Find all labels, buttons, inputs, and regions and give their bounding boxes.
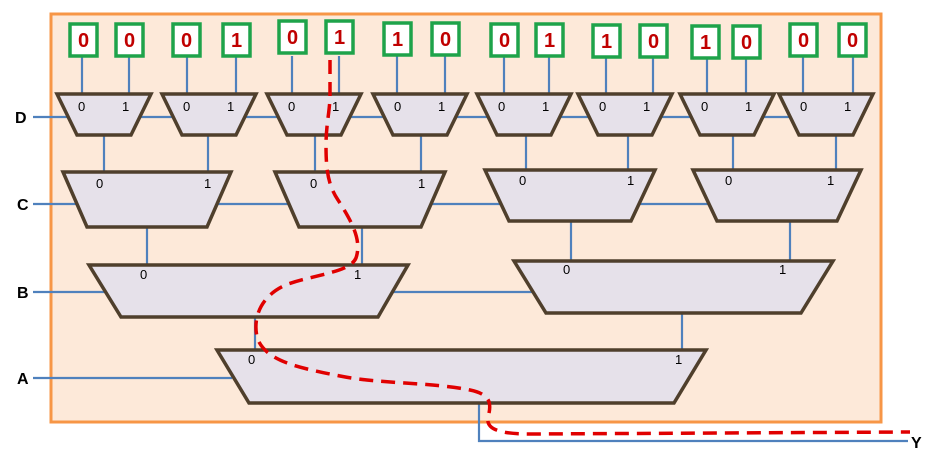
stage-wires bbox=[102, 135, 908, 443]
input-box: 0 bbox=[731, 24, 762, 60]
mux-c bbox=[60, 170, 234, 229]
mux-d bbox=[370, 92, 470, 137]
input-value: 1 bbox=[334, 27, 345, 49]
input-box: 0 bbox=[171, 22, 202, 58]
output-wire bbox=[477, 403, 908, 443]
mux-c bbox=[272, 170, 448, 229]
port-label-1: 1 bbox=[844, 99, 851, 114]
port-label-0: 0 bbox=[78, 99, 85, 114]
port-label-1: 1 bbox=[827, 173, 834, 188]
input-wires bbox=[80, 56, 855, 94]
select-label-b: B bbox=[17, 285, 29, 302]
mux-a bbox=[213, 348, 710, 405]
input-box: 1 bbox=[382, 21, 413, 57]
select-label-d: D bbox=[15, 110, 27, 127]
mux-b bbox=[510, 259, 837, 315]
mux-d bbox=[575, 92, 675, 137]
input-value: 0 bbox=[181, 30, 192, 52]
input-box: 0 bbox=[68, 22, 99, 58]
input-value: 1 bbox=[700, 32, 711, 54]
input-box: 0 bbox=[788, 22, 819, 58]
port-label-1: 1 bbox=[438, 99, 445, 114]
port-label-1: 1 bbox=[204, 176, 211, 191]
mux-stage-c bbox=[60, 168, 864, 229]
mux-stage-d bbox=[54, 92, 876, 137]
port-label-0: 0 bbox=[563, 262, 570, 277]
input-box: 1 bbox=[690, 24, 721, 60]
port-label-1: 1 bbox=[122, 99, 129, 114]
port-label-1: 1 bbox=[627, 173, 634, 188]
input-value: 0 bbox=[741, 32, 752, 54]
mux-d bbox=[54, 92, 154, 137]
port-label-1: 1 bbox=[418, 176, 425, 191]
port-label-0: 0 bbox=[599, 99, 606, 114]
input-value: 1 bbox=[392, 29, 403, 51]
input-value: 0 bbox=[124, 30, 135, 52]
port-label-1: 1 bbox=[332, 99, 339, 114]
input-box: 1 bbox=[221, 22, 252, 58]
input-box: 1 bbox=[591, 23, 622, 59]
port-label-0: 0 bbox=[288, 99, 295, 114]
input-box: 0 bbox=[638, 23, 669, 59]
port-label-0: 0 bbox=[183, 99, 190, 114]
port-label-0: 0 bbox=[310, 176, 317, 191]
port-label-1: 1 bbox=[227, 99, 234, 114]
input-box: 0 bbox=[430, 21, 461, 57]
mux-d bbox=[474, 92, 574, 137]
input-value: 1 bbox=[231, 30, 242, 52]
input-value: 0 bbox=[798, 30, 809, 52]
port-label-0: 0 bbox=[701, 99, 708, 114]
port-label-1: 1 bbox=[675, 352, 682, 367]
input-value: 0 bbox=[287, 27, 298, 49]
port-label-0: 0 bbox=[96, 176, 103, 191]
output-label-y: Y bbox=[911, 435, 922, 452]
port-labels: 0 1 0 1 0 1 0 1 0 1 0 1 0 1 0 1 0 1 0 1 … bbox=[78, 99, 851, 367]
port-label-1: 1 bbox=[779, 262, 786, 277]
port-label-0: 0 bbox=[394, 99, 401, 114]
select-label-c: C bbox=[17, 197, 29, 214]
input-value: 0 bbox=[499, 30, 510, 52]
port-label-1: 1 bbox=[745, 99, 752, 114]
input-box: 0 bbox=[837, 22, 868, 58]
port-label-1: 1 bbox=[542, 99, 549, 114]
input-box: 0 bbox=[114, 22, 145, 58]
port-label-0: 0 bbox=[498, 99, 505, 114]
input-box: 1 bbox=[534, 22, 565, 58]
mux-d bbox=[776, 92, 876, 137]
mux-c bbox=[482, 168, 658, 223]
mux-stage-a bbox=[213, 348, 710, 405]
input-box: 0 bbox=[277, 19, 308, 55]
input-value: 0 bbox=[78, 30, 89, 52]
mux-b bbox=[85, 263, 412, 319]
input-boxes: 0 0 0 1 0 1 1 0 0 1 1 0 1 0 0 0 bbox=[68, 19, 868, 60]
mux-c bbox=[690, 168, 864, 223]
input-value: 0 bbox=[847, 30, 858, 52]
mux-d bbox=[159, 92, 259, 137]
input-value: 1 bbox=[544, 30, 555, 52]
input-value: 0 bbox=[648, 31, 659, 53]
input-value: 0 bbox=[440, 29, 451, 51]
port-label-0: 0 bbox=[725, 173, 732, 188]
select-label-a: A bbox=[17, 371, 29, 388]
highlighted-signal-path bbox=[254, 60, 911, 436]
port-label-0: 0 bbox=[248, 352, 255, 367]
port-label-0: 0 bbox=[519, 173, 526, 188]
port-label-0: 0 bbox=[800, 99, 807, 114]
port-label-0: 0 bbox=[140, 267, 147, 282]
input-box: 1 bbox=[324, 19, 355, 55]
mux-stage-b bbox=[85, 259, 837, 319]
input-value: 1 bbox=[601, 31, 612, 53]
port-label-1: 1 bbox=[354, 267, 361, 282]
port-label-1: 1 bbox=[643, 99, 650, 114]
input-box: 0 bbox=[489, 22, 520, 58]
mux-d bbox=[677, 92, 777, 137]
